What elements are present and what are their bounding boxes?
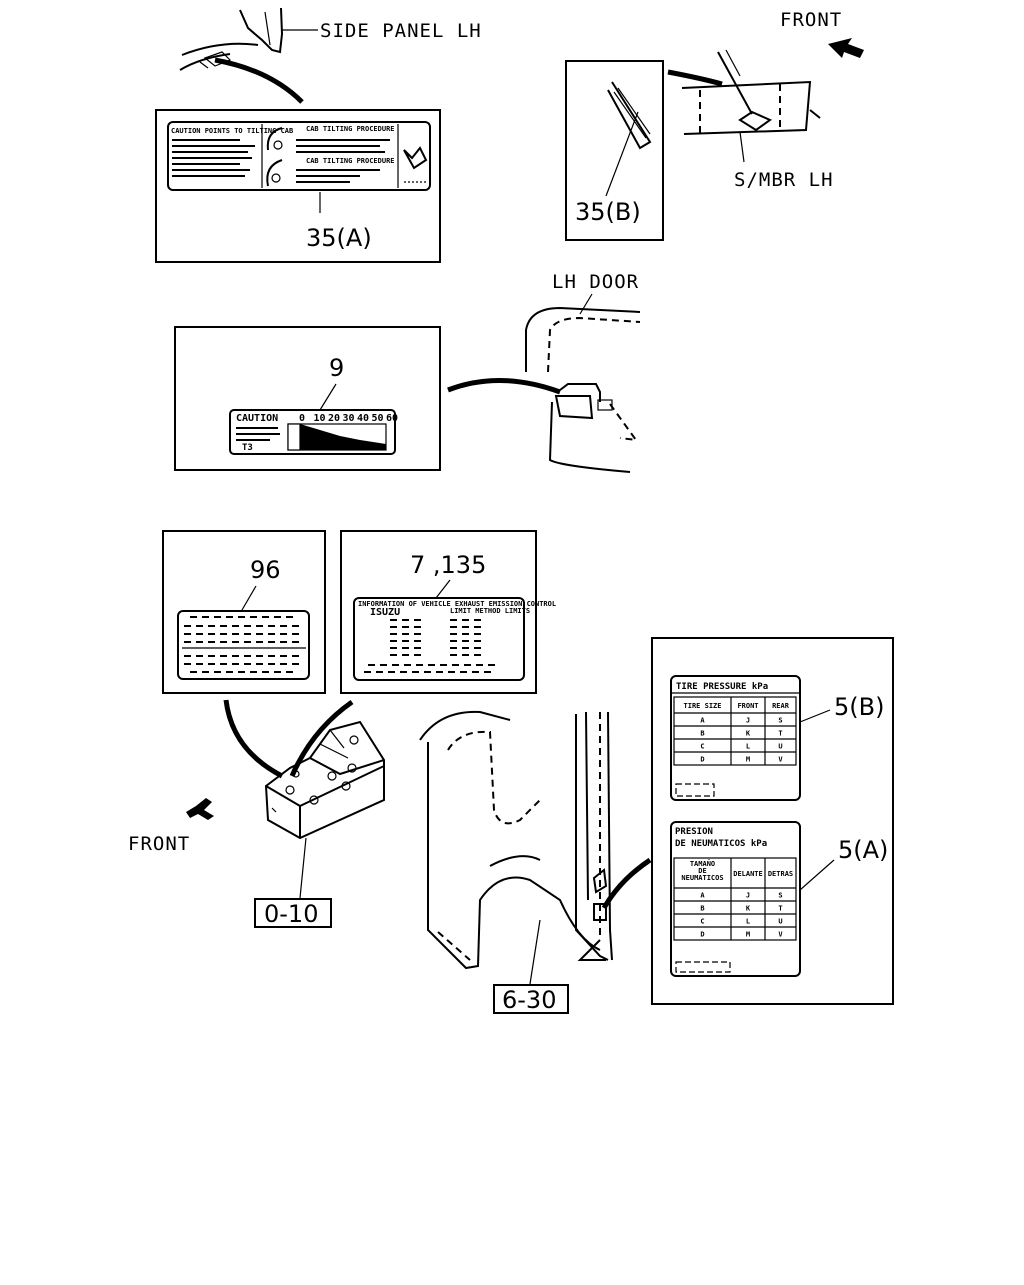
leader-9 xyxy=(447,377,561,395)
label-35b-box: 35(B) xyxy=(565,60,664,241)
tire-a-header-0: TAMAÑO xyxy=(690,859,715,868)
label-35a-sub1: CAB TILTING PROCEDURE xyxy=(306,125,395,133)
tire-b-cell: L xyxy=(746,743,750,751)
tire-b-cell: T xyxy=(778,730,782,738)
tire-a-cell: J xyxy=(746,892,750,900)
tire-b-header-0: TIRE SIZE xyxy=(684,702,722,710)
side-member-lh-view xyxy=(681,49,821,163)
callout-7-135: 7 ,135 xyxy=(410,551,486,579)
tire-b-cell: M xyxy=(746,756,750,764)
tire-a-cell: A xyxy=(700,892,705,900)
scale-tick-0: 0 xyxy=(299,413,305,424)
tire-a-cell: V xyxy=(778,931,783,939)
scale-tick-40: 40 xyxy=(357,413,369,424)
tire-b-cell: C xyxy=(700,743,704,751)
tire-a-cell: M xyxy=(746,931,750,939)
tire-b-title: TIRE PRESSURE kPa xyxy=(676,682,768,692)
label-35a-box: CAUTION POINTS TO TILTING CAB CAB TILTIN… xyxy=(155,109,441,263)
tire-a-cell: C xyxy=(700,918,704,926)
tire-a-title2: DE NEUMATICOS kPa xyxy=(675,839,767,849)
tire-a-cell: B xyxy=(700,905,704,913)
ref-6-30[interactable]: 6-30 xyxy=(502,986,556,1014)
leader-5 xyxy=(601,857,652,910)
label-7-heading: INFORMATION OF VEHICLE EXHAUST EMISSION … xyxy=(358,600,556,608)
label-7-brand: ISUZU xyxy=(370,607,400,618)
tire-b-header-1: FRONT xyxy=(737,702,758,710)
callout-5b: 5(B) xyxy=(834,693,884,721)
tire-b-header-2: REAR xyxy=(772,702,790,710)
tire-b-cell: D xyxy=(700,756,704,764)
tire-b-cell: U xyxy=(778,743,782,751)
tire-a-cell: L xyxy=(746,918,750,926)
tire-b-cell: B xyxy=(700,730,704,738)
tire-b-cell: S xyxy=(778,717,782,725)
tire-a-cell: K xyxy=(746,905,751,913)
label-9-code: T3 xyxy=(242,443,253,453)
label-96-box: 96 xyxy=(162,530,326,694)
s-mbr-lh-label: S/MBR LH xyxy=(734,169,834,191)
ref-box-0-10[interactable] xyxy=(254,898,332,928)
tire-a-header-0: NEUMATICOS xyxy=(681,874,723,882)
front-label-top: FRONT xyxy=(780,9,842,31)
tire-b-cell: K xyxy=(746,730,751,738)
tire-a-cell: T xyxy=(778,905,782,913)
label-7-135-box: 7 ,135 INFORMATION OF VEHICLE EXHAUST EM… xyxy=(340,530,556,694)
scale-tick-30: 30 xyxy=(343,413,355,424)
callout-96: 96 xyxy=(250,556,281,584)
tire-pressure-box: TIRE PRESSURE kPa TIRE SIZE FRONT REAR A J S B… xyxy=(651,637,894,1005)
cab-side-view xyxy=(419,710,613,970)
callout-35b: 35(B) xyxy=(575,198,641,226)
callout-5a: 5(A) xyxy=(838,836,888,864)
scale-tick-60: 60 xyxy=(386,413,398,424)
front-arrow-left-icon xyxy=(186,798,214,820)
scale-tick-50: 50 xyxy=(372,413,384,424)
tire-b-cell: V xyxy=(778,756,783,764)
ref-box-6-30[interactable] xyxy=(493,984,569,1014)
lh-door-label: LH DOOR xyxy=(552,271,639,293)
leader-35b xyxy=(667,69,723,87)
label-35a-sub2: CAB TILTING PROCEDURE xyxy=(306,157,395,165)
callout-35a: 35(A) xyxy=(306,224,372,252)
leader-96 xyxy=(223,699,284,779)
scale-tick-10: 10 xyxy=(314,413,326,424)
tire-a-cell: U xyxy=(778,918,782,926)
lh-door-view xyxy=(525,306,641,473)
label-7-grid xyxy=(390,619,486,656)
tire-b-cell: J xyxy=(746,717,750,725)
scale-tick-20: 20 xyxy=(328,413,340,424)
tire-b-cell: A xyxy=(700,717,705,725)
tire-a-header-1: DELANTE xyxy=(733,870,763,878)
side-panel-lh-label: SIDE PANEL LH xyxy=(320,20,482,42)
label-7-heading2: LIMIT METHOD LIMITS xyxy=(450,607,530,615)
leader-35a xyxy=(214,57,304,104)
leader-7-135 xyxy=(289,699,354,777)
tire-a-header-2: DETRAS xyxy=(768,870,793,878)
tire-a-title1: PRESION xyxy=(675,827,713,837)
front-arrow-icon xyxy=(828,38,864,58)
label-9-caution: CAUTION xyxy=(236,413,278,424)
ref-0-10[interactable]: 0-10 xyxy=(264,900,318,928)
callout-9: 9 xyxy=(329,354,344,382)
tire-a-cell: D xyxy=(700,931,704,939)
front-label-left: FRONT xyxy=(128,833,190,855)
side-panel-lh-view xyxy=(179,7,318,71)
tire-a-cell: S xyxy=(778,892,782,900)
tire-b-table: TIRE SIZE FRONT REAR A J S B K T C L U D M V xyxy=(673,696,797,766)
label-35a-heading: CAUTION POINTS TO TILTING CAB xyxy=(171,127,293,135)
engine-view xyxy=(264,720,385,840)
tire-a-header-0: DE xyxy=(698,867,706,875)
